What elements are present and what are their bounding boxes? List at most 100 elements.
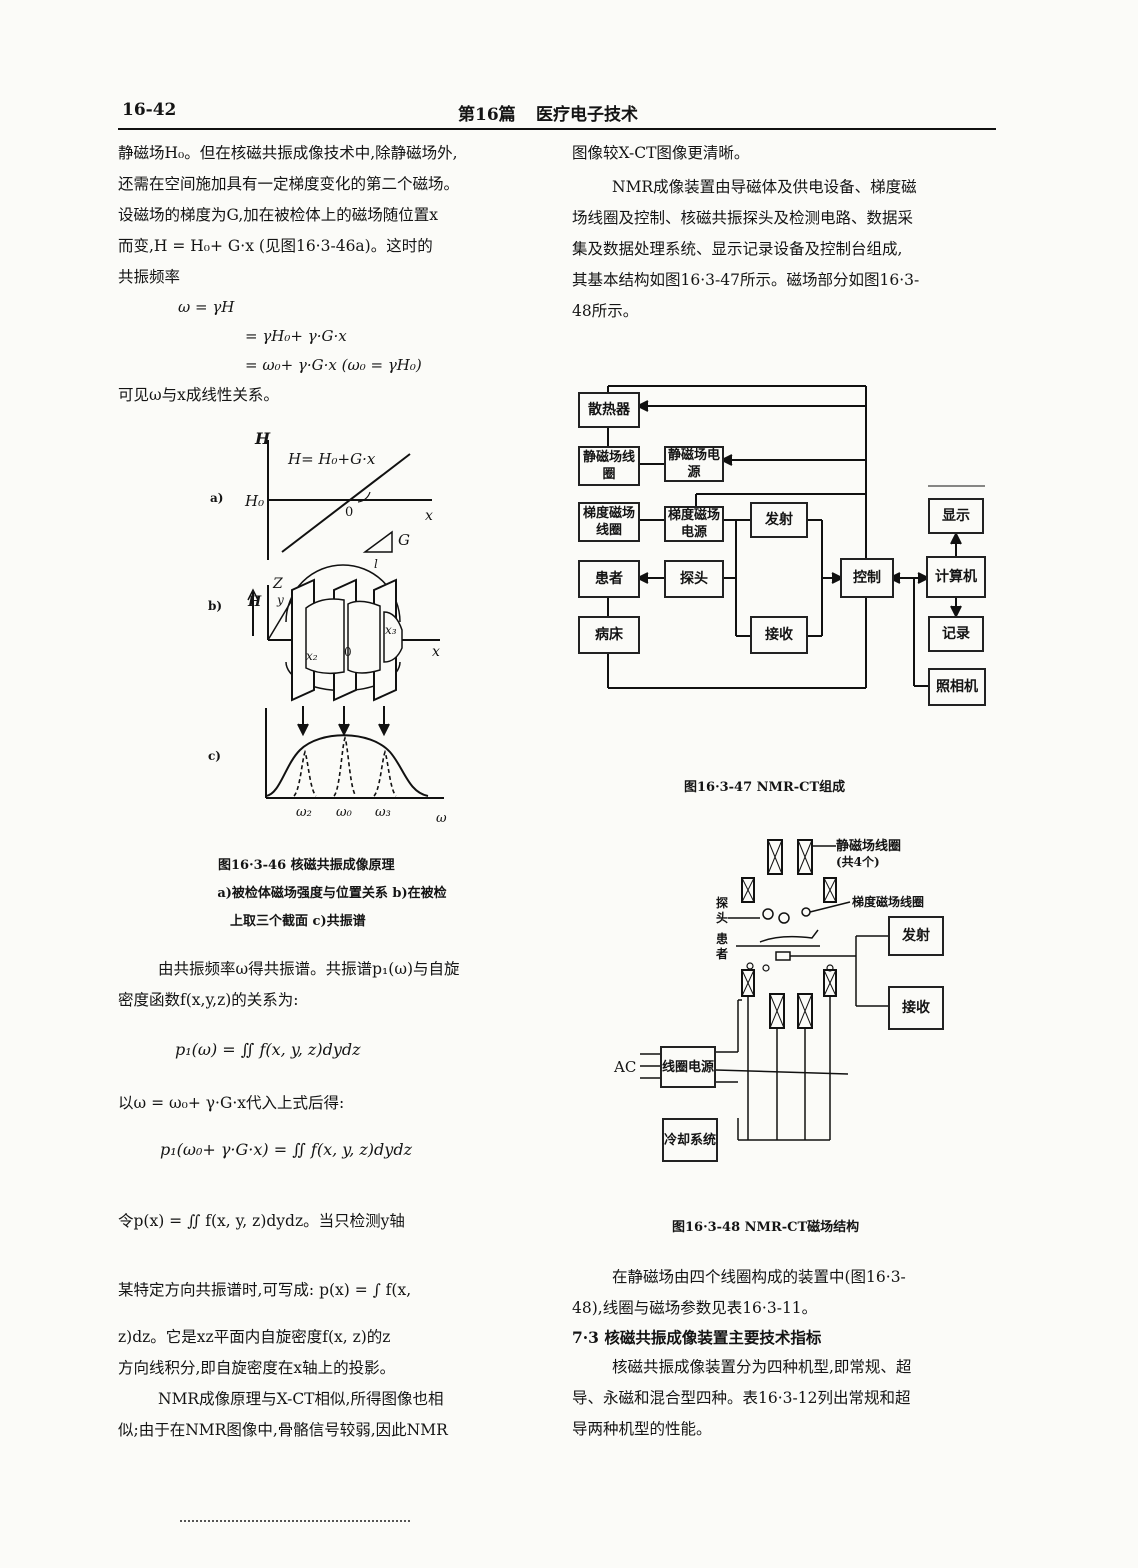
right-paragraph-3: 在静磁场由四个线圈构成的装置中(图16·3- 48),线圈与磁场参数见表16·3… (572, 1262, 996, 1324)
text-line: 48),线圈与磁场参数见表16·3-11。 (572, 1299, 818, 1317)
fig46-x3-label: x₃ (385, 623, 397, 637)
fig46-w3-label: ω₃ (375, 805, 391, 820)
left-paragraph-2: 可见ω与x成线性关系。 (118, 386, 279, 404)
fig46-subcaption-1: a)被检体磁场强度与位置关系 b)在被检 (217, 886, 447, 901)
left-paragraph-6: 某特定方向共振谱时,可写成: p(x) = ∫ f(x, (118, 1281, 412, 1299)
fig46-origin-label: 0 (345, 505, 353, 520)
fig48-probe-label: 探头 (716, 896, 729, 925)
text-line: 场线圈及控制、核磁共振探头及检测电路、数据采 (572, 209, 914, 227)
gradient-triangle-icon (362, 530, 393, 553)
fig46-subcaption-2: 上取三个截面 c)共振谱 (230, 914, 366, 929)
fig48-receive-box: 接收 (888, 986, 944, 1030)
fig46-hb-label: H (247, 594, 262, 610)
left-paragraph-1: 静磁场H₀。但在核磁共振成像技术中,除静磁场外, 还需在空间施加具有一定梯度变化… (118, 138, 548, 293)
left-paragraph-5: 令p(x) = ∬ f(x, y, z)dydz。当只检测y轴 (118, 1212, 405, 1230)
section-header: 医疗电子技术 (536, 105, 638, 125)
fig46-w-axis-label: ω (436, 811, 447, 826)
left-paragraph-4: 以ω = ω₀+ γ·G·x代入上式后得: (118, 1094, 345, 1112)
fig46-w2-label: ω₂ (296, 805, 312, 820)
header-rule (118, 128, 996, 130)
fig47-camera-box: 照相机 (928, 668, 986, 706)
text-line: 在静磁场由四个线圈构成的装置中(图16·3- (612, 1268, 906, 1286)
footer-dotted-rule (180, 1520, 410, 1522)
fig48-patient-label: 患者 (716, 932, 729, 961)
text-line: z)dz。它是xz平面内自旋密度f(x, z)的z (118, 1328, 391, 1346)
text-line: 还需在空间施加具有一定梯度变化的第二个磁场。 (118, 175, 460, 193)
right-paragraph-4: 核磁共振成像装置分为四种机型,即常规、超 导、永磁和混合型四种。表16·3-12… (572, 1352, 996, 1445)
text-line: 由共振频率ω得共振谱。共振谱p₁(ω)与自旋 (158, 960, 460, 978)
equation-4: p₁(ω) = ∬ f(x, y, z)dydz (175, 1040, 361, 1059)
fig46-h0-label: H₀ (244, 492, 264, 510)
text-line: 核磁共振成像装置分为四种机型,即常规、超 (612, 1358, 912, 1376)
right-paragraph-1: 图像较X-CT图像更清晰。 (572, 144, 750, 162)
text-line: 导、永磁和混合型四种。表16·3-12列出常规和超 (572, 1389, 911, 1407)
fig48-transmit-box: 发射 (888, 916, 944, 956)
equation-3: = ω₀+ γ·G·x (ω₀ = γH₀) (245, 356, 422, 374)
equation-1: ω = γH (178, 298, 235, 316)
gradient-coil-icon (741, 877, 755, 903)
fig46-label-c: c) (208, 749, 221, 763)
text-line: 静磁场H₀。但在核磁共振成像技术中,除静磁场外, (118, 144, 458, 162)
right-paragraph-2: NMR成像装置由导磁体及供电设备、梯度磁 场线圈及控制、核磁共振探头及检测电路、… (572, 172, 996, 327)
fig47-probe-box: 探头 (664, 560, 724, 598)
fig48-gradient-coils-label: 梯度磁场线圈 (852, 894, 924, 909)
fig47-computer-box: 计算机 (926, 556, 986, 598)
fig48-caption: 图16·3-48 NMR-CT磁场结构 (672, 1220, 860, 1235)
text-line: 共振频率 (118, 268, 181, 286)
text-line: 似;由于在NMR图像中,骨骼信号较弱,因此NMR (118, 1421, 448, 1439)
fig48-static-coils-label: 静磁场线圈 (836, 838, 901, 854)
fig48-cooling-box: 冷却系统 (662, 1118, 718, 1162)
fig46-l-label: l (374, 557, 378, 571)
fig46-z-label: Z (272, 576, 283, 592)
fig47-static-psu-box: 静磁场电源 (664, 446, 724, 482)
text-line: 其基本结构如图16·3-47所示。磁场部分如图16·3- (572, 271, 920, 289)
fig47-radiator-box: 散热器 (578, 392, 640, 428)
fig47-gradient-coil-box: 梯度磁场线圈 (578, 502, 640, 542)
text-line: 集及数据处理系统、显示记录设备及控制台组成, (572, 240, 903, 258)
fig46-x-label: x (425, 508, 433, 524)
fig46-xb-label: x (432, 644, 440, 660)
equation-5: p₁(ω₀+ γ·G·x) = ∬ f(x, y, z)dydz (160, 1140, 412, 1159)
fig46-g-label: G (398, 531, 410, 549)
fig46a-field-line (281, 453, 411, 553)
fig46-w0-label: ω₀ (336, 805, 353, 820)
fig46-caption: 图16·3-46 核磁共振成像原理 (218, 858, 395, 873)
fig46c-spectrum-curve (265, 734, 429, 797)
fig47-control-box: 控制 (840, 558, 894, 598)
text-line: 导两种机型的性能。 (572, 1420, 712, 1438)
fig46-label-b: b) (208, 599, 222, 613)
fig48-coil-psu-box: 线圈电源 (660, 1046, 716, 1088)
text-line: 48所示。 (572, 302, 639, 320)
static-coil-icon (797, 839, 813, 875)
fig48-count-label: (共4个) (836, 854, 880, 869)
fig46-x2-label: x₂ (306, 649, 318, 663)
fig47-display-box: 显示 (928, 498, 984, 534)
left-paragraph-3: 由共振频率ω得共振谱。共振谱p₁(ω)与自旋 密度函数f(x,y,z)的关系为: (118, 954, 548, 1016)
text-line: 而变,H = H₀+ G·x (见图16·3-46a)。这时的 (118, 237, 433, 255)
left-paragraph-7: z)dz。它是xz平面内自旋密度f(x, z)的z 方向线积分,即自旋密度在x轴… (118, 1322, 548, 1384)
text-line: NMR成像原理与X-CT相似,所得图像也相 (158, 1390, 444, 1408)
equation-2: = γH₀+ γ·G·x (245, 327, 347, 345)
gradient-coil-icon (823, 877, 837, 903)
fig46-label-a: a) (210, 491, 223, 505)
section-heading: 7·3 核磁共振成像装置主要技术指标 (572, 1328, 822, 1347)
chapter-label: 第16篇 (458, 105, 516, 125)
fig48-ac-label: AC (613, 1058, 636, 1076)
static-coil-icon (767, 839, 783, 875)
fig47-gradient-psu-box: 梯度磁场电源 (664, 506, 724, 542)
text-line: 设磁场的梯度为G,加在被检体上的磁场随位置x (118, 206, 438, 224)
left-paragraph-8: NMR成像原理与X-CT相似,所得图像也相 似;由于在NMR图像中,骨骼信号较弱… (118, 1384, 548, 1446)
fig47-patient-box: 患者 (578, 560, 640, 598)
fig47-record-box: 记录 (928, 616, 984, 652)
fig46-zero-b-label: 0 (344, 645, 352, 659)
fig47-receive-box: 接收 (750, 616, 808, 654)
fig47-transmit-box: 发射 (750, 502, 808, 538)
fig46-h-label: H (254, 429, 271, 448)
fig47-static-coil-box: 静磁场线圈 (578, 446, 640, 486)
fig47-bed-box: 病床 (578, 616, 640, 654)
text-line: 方向线积分,即自旋密度在x轴上的投影。 (118, 1359, 396, 1377)
fig47-caption: 图16·3-47 NMR-CT组成 (684, 780, 846, 795)
text-line: 密度函数f(x,y,z)的关系为: (118, 991, 299, 1009)
